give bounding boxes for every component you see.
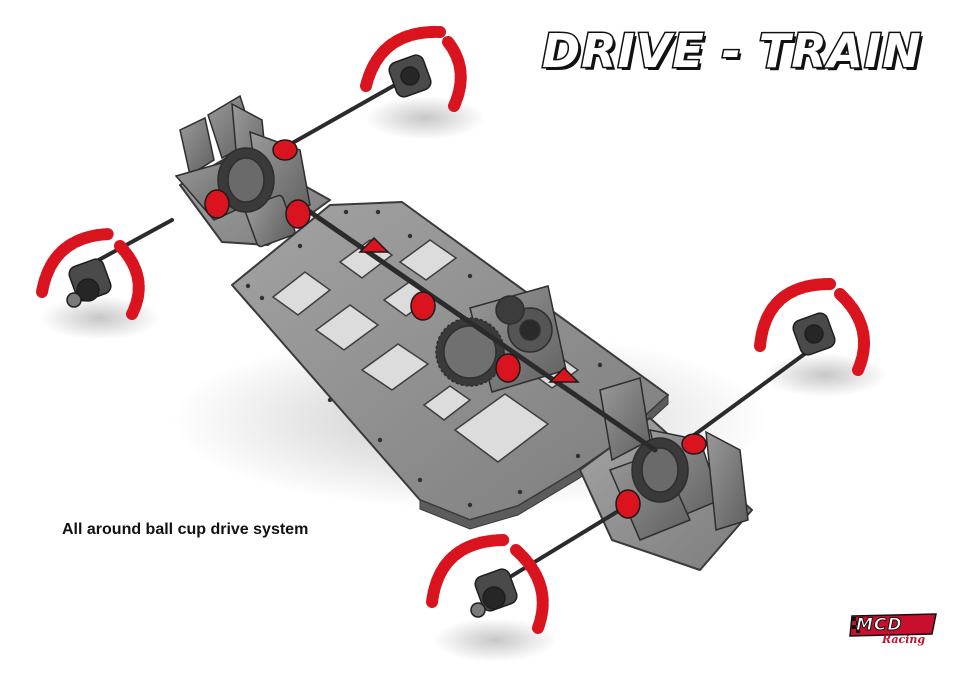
ball-cups bbox=[204, 139, 707, 519]
hub-front-right bbox=[470, 568, 518, 618]
logo-sub-text: Racing bbox=[882, 633, 926, 646]
arrow-front-right bbox=[426, 534, 549, 634]
arrow-rear-left bbox=[360, 25, 467, 112]
hub-shadow-rear-left bbox=[365, 96, 485, 140]
hub-rear-left bbox=[388, 54, 432, 98]
checkered-flag-icon bbox=[849, 613, 937, 637]
mcd-racing-logo: MCD Racing bbox=[848, 612, 940, 652]
page-title: DRIVE - TRAIN bbox=[541, 23, 923, 80]
hub-front-left bbox=[66, 258, 112, 308]
wheel-hubs bbox=[66, 54, 836, 618]
logo-main-text: MCD bbox=[856, 615, 903, 636]
rotation-arrows bbox=[36, 25, 870, 634]
rear-bulkhead bbox=[174, 94, 311, 248]
caption-text: All around ball cup drive system bbox=[62, 521, 309, 538]
front-bulkhead bbox=[599, 377, 749, 541]
hub-rear-right bbox=[792, 312, 836, 356]
arrow-front-left bbox=[36, 228, 145, 320]
hub-shadow-rear-right bbox=[763, 353, 887, 397]
hub-shadow-front-right bbox=[433, 618, 557, 662]
drive-shafts bbox=[93, 83, 812, 582]
arrow-rear-right bbox=[754, 278, 870, 376]
